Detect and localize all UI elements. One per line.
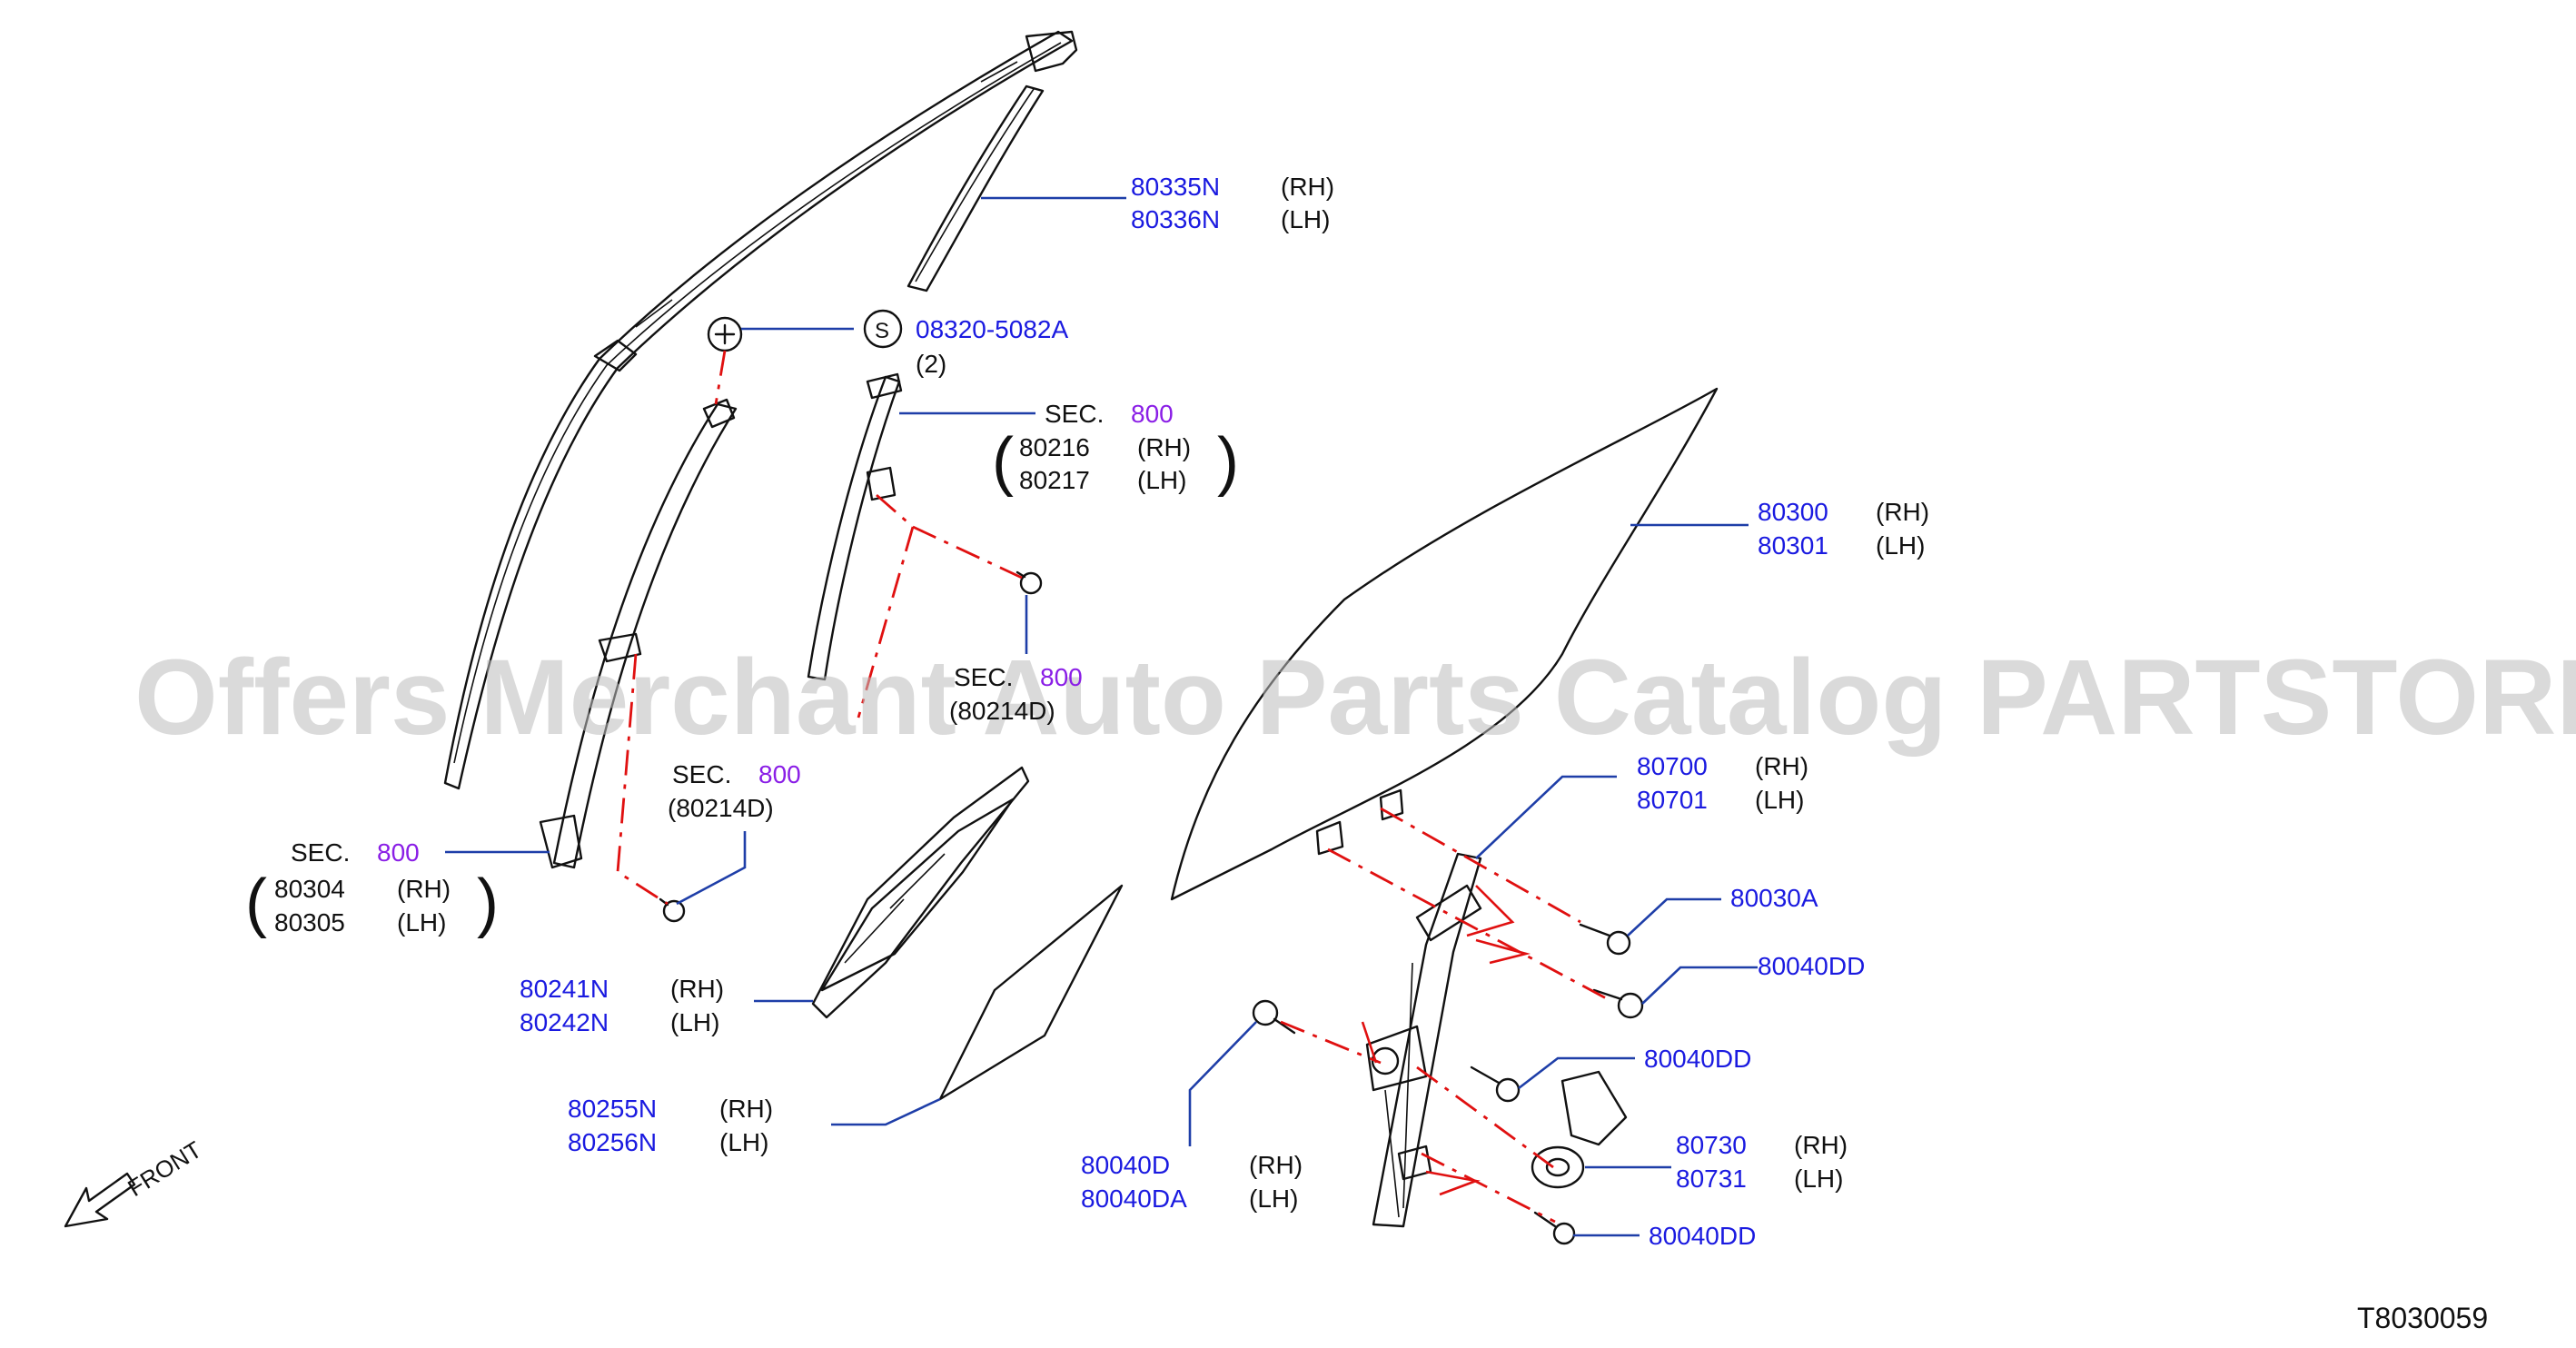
callout-80241n[interactable]: 80241N 80242N (RH) (LH) <box>520 975 724 1036</box>
part-number: 80256N <box>568 1128 657 1156</box>
window-motor-80730 <box>1531 1070 1628 1189</box>
bolt-80040dd-3 <box>1533 1211 1576 1245</box>
section-number: 800 <box>1040 663 1083 691</box>
part-number: 80300 <box>1758 498 1828 526</box>
part-number: 80241N <box>520 975 609 1003</box>
bolt-80040dd-2 <box>1470 1066 1521 1103</box>
service-symbol: S <box>875 319 889 343</box>
part-number: 80730 <box>1676 1131 1747 1159</box>
side-label: (RH) <box>1876 498 1929 526</box>
bolt-80030a <box>1579 923 1631 956</box>
side-label: (RH) <box>670 975 724 1003</box>
part-number: 80040DA <box>1081 1184 1187 1213</box>
side-label: (RH) <box>1249 1151 1303 1179</box>
diagram-code: T8030059 <box>2357 1302 2488 1334</box>
side-label: (LH) <box>1281 205 1330 233</box>
screw-08320 <box>707 316 743 352</box>
callout-80040dd-1[interactable]: 80040DD <box>1758 952 1865 980</box>
part-number: 08320-5082A <box>916 315 1068 343</box>
part-number: 80040DD <box>1644 1045 1751 1073</box>
sash-inner-80216 <box>807 372 903 681</box>
fasteners <box>659 316 1644 1245</box>
part-number: 80301 <box>1758 531 1828 560</box>
side-label: (RH) <box>397 875 451 903</box>
side-label: (LH) <box>1794 1165 1843 1193</box>
part-number: 80731 <box>1676 1165 1747 1193</box>
part-number: 80030A <box>1730 884 1818 912</box>
bracket-right: ) <box>1217 425 1239 498</box>
section-number: 800 <box>377 838 420 867</box>
side-label: (LH) <box>397 908 446 937</box>
bracket-left: ( <box>992 425 1014 498</box>
callout-80300[interactable]: 80300 80301 (RH) (LH) <box>1758 498 1929 560</box>
part-number: 80335N <box>1131 173 1220 201</box>
part-number: 80336N <box>1131 205 1220 233</box>
callout-08320[interactable]: S 08320-5082A (2) <box>863 309 1068 378</box>
part-number: 80701 <box>1637 786 1708 814</box>
part-number: 80255N <box>568 1095 657 1123</box>
side-label: (LH) <box>1876 531 1925 560</box>
part-number: 80217 <box>1019 466 1090 494</box>
section-label: SEC. <box>291 838 350 867</box>
callout-80700[interactable]: 80700 80701 (RH) (LH) <box>1637 752 1808 814</box>
quarter-glass-80255n <box>938 884 1124 1101</box>
callout-sec800-80214d-lower[interactable]: SEC. 800 (80214D) <box>668 760 801 822</box>
callout-80255n[interactable]: 80255N 80256N (RH) (LH) <box>568 1095 773 1156</box>
front-arrow-icon <box>64 1172 136 1228</box>
callout-sec800-80214d-upper[interactable]: SEC. 800 (80214D) <box>949 663 1083 725</box>
section-label: SEC. <box>672 760 731 788</box>
service-symbol-icon <box>863 309 903 349</box>
callout-80030a[interactable]: 80030A <box>1730 884 1818 912</box>
side-label: (RH) <box>1137 433 1191 461</box>
part-number: (80214D) <box>668 794 774 822</box>
bracket-right: ) <box>477 867 499 939</box>
side-label: (RH) <box>1281 173 1334 201</box>
corner-piece-80241n <box>811 766 1030 1019</box>
side-label: (RH) <box>1755 752 1808 780</box>
callout-sec800-80304[interactable]: SEC. 800 ( ) 80304 80305 (RH) (LH) <box>245 838 499 939</box>
callout-80335n[interactable]: 80335N 80336N (RH) (LH) <box>1131 173 1334 233</box>
section-label: SEC. <box>954 663 1013 691</box>
clip-upper <box>1016 570 1043 595</box>
side-label: (LH) <box>1249 1184 1298 1213</box>
part-number: 80304 <box>274 875 345 903</box>
door-glass-80300 <box>1170 387 1719 901</box>
part-number: 80040DD <box>1649 1222 1756 1250</box>
section-number: 800 <box>1131 400 1174 428</box>
part-number: 80216 <box>1019 433 1090 461</box>
part-number: 80305 <box>274 908 345 937</box>
part-number: 80040D <box>1081 1151 1170 1179</box>
bolt-80040dd-1 <box>1592 988 1644 1019</box>
section-number: 800 <box>758 760 801 788</box>
part-number: 80700 <box>1637 752 1708 780</box>
leader-lines <box>445 196 1758 1237</box>
side-label: (LH) <box>1755 786 1804 814</box>
side-label: (RH) <box>1794 1131 1848 1159</box>
watermark: Offers Merchant Auto Parts Catalog PARTS… <box>134 638 2576 758</box>
side-label: (LH) <box>719 1128 768 1156</box>
part-number: 80040DD <box>1758 952 1865 980</box>
callout-80040d[interactable]: 80040D 80040DA (RH) (LH) <box>1081 1151 1303 1213</box>
phantom-lines <box>616 350 1609 1224</box>
side-label: (RH) <box>719 1095 773 1123</box>
sash-finisher-80335n <box>907 84 1045 292</box>
door-sash-frame <box>443 30 1078 790</box>
front-indicator: FRONT <box>64 1135 206 1228</box>
callout-80040dd-3[interactable]: 80040DD <box>1649 1222 1756 1250</box>
window-regulator-80700 <box>1365 852 1482 1228</box>
bracket-left: ( <box>245 867 267 939</box>
callout-80730[interactable]: 80730 80731 (RH) (LH) <box>1676 1131 1848 1193</box>
callout-80040dd-2[interactable]: 80040DD <box>1644 1045 1751 1073</box>
side-label: (LH) <box>1137 466 1186 494</box>
front-label: FRONT <box>123 1135 206 1202</box>
part-number: 80242N <box>520 1008 609 1036</box>
callout-sec800-80216[interactable]: SEC. 800 ( ) 80216 80217 (RH) (LH) <box>992 400 1239 498</box>
bolt-80040d <box>1252 999 1296 1035</box>
quantity: (2) <box>916 350 946 378</box>
part-number: (80214D) <box>949 697 1055 725</box>
side-label: (LH) <box>670 1008 719 1036</box>
section-label: SEC. <box>1045 400 1104 428</box>
